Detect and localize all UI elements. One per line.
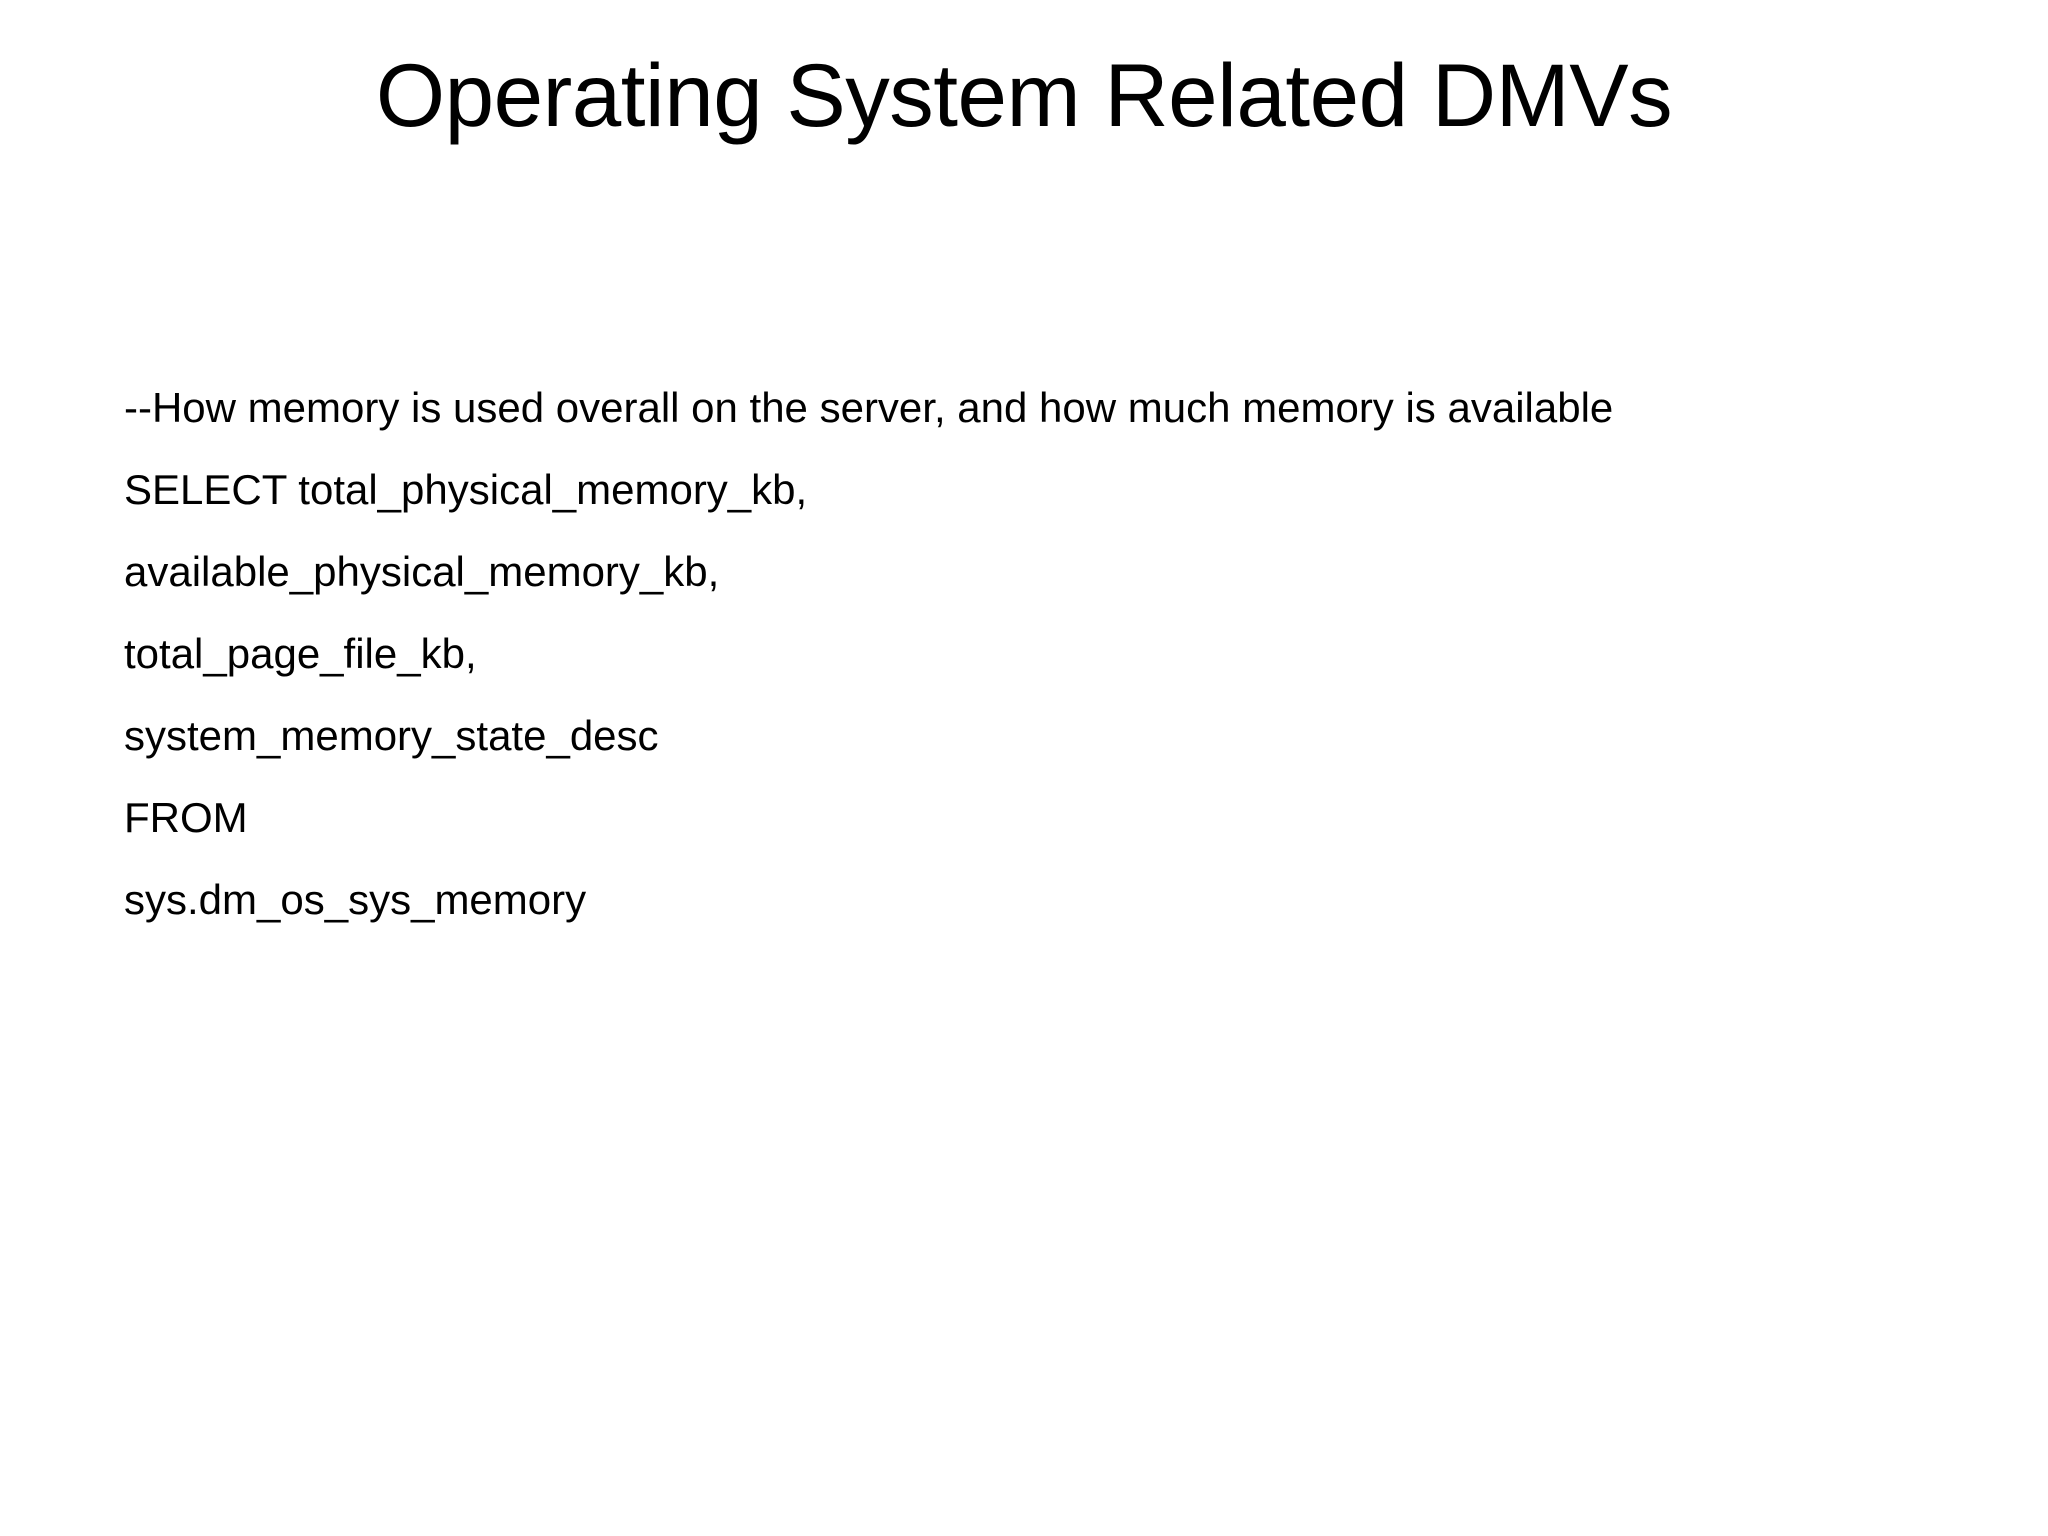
code-line-comment: --How memory is used overall on the serv… — [124, 384, 1614, 431]
code-line-select: SELECT total_physical_memory_kb, — [124, 466, 808, 513]
code-line-total-page-file: total_page_file_kb, — [124, 630, 477, 677]
code-line-table-name: sys.dm_os_sys_memory — [124, 876, 587, 923]
code-line-from: FROM — [124, 794, 248, 841]
code-line-available-physical-memory: available_physical_memory_kb, — [124, 548, 720, 595]
code-line-system-memory-state-desc: system_memory_state_desc — [124, 712, 659, 759]
page-title: Operating System Related DMVs — [375, 45, 1673, 145]
slide-body-content: --How memory is used overall on the serv… — [124, 373, 1756, 935]
